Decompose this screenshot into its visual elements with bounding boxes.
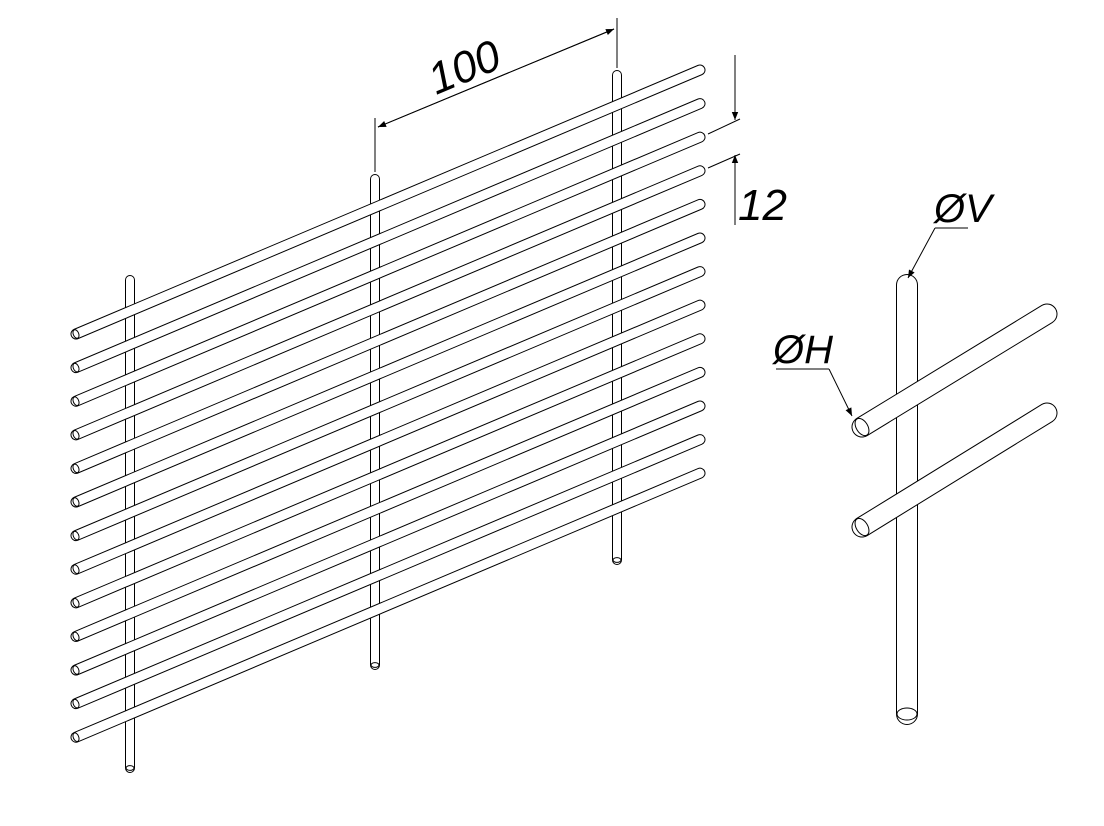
- leader-line: [907, 227, 936, 279]
- horizontal-rod: [70, 434, 706, 710]
- horizontal-rod: [70, 131, 706, 407]
- horizontal-rod: [70, 198, 706, 474]
- extension-line: [707, 118, 741, 135]
- horizontal-rod: [70, 467, 706, 743]
- horizontal-rod: [70, 299, 706, 575]
- leader-line: [828, 368, 853, 417]
- rod-detail-view: [851, 274, 1058, 725]
- horizontal-rod: [70, 333, 706, 609]
- extension-line: [707, 153, 741, 169]
- dimension-line: [377, 28, 615, 128]
- horizontal-rod: [70, 98, 706, 374]
- vertical-diameter-callout: ØV: [907, 187, 995, 279]
- horizontal-rod: [70, 232, 706, 508]
- dimension-label-12: 12: [738, 181, 787, 230]
- horizontal-rod: [70, 366, 706, 642]
- dimension-label-100: 100: [421, 31, 508, 105]
- horizontal-rod: [70, 266, 706, 542]
- vertical-rod: [612, 70, 622, 565]
- vertical-rod: [370, 174, 380, 670]
- vertical-rod: [125, 275, 135, 773]
- horizontal-rod: [70, 165, 706, 441]
- horizontal-diameter-callout: ØH: [771, 328, 853, 417]
- detail-horizontal-rod: [851, 303, 1058, 438]
- horizontal-rods: [70, 64, 706, 743]
- vertical-rods: [125, 70, 622, 773]
- horizontal-rod: [70, 400, 706, 676]
- detail-horizontal-rod: [851, 402, 1058, 538]
- horizontal-rod: [70, 64, 706, 340]
- dimension-12: 12: [707, 55, 787, 230]
- diameter-h-label: ØH: [771, 328, 833, 372]
- diameter-v-label: ØV: [932, 187, 995, 231]
